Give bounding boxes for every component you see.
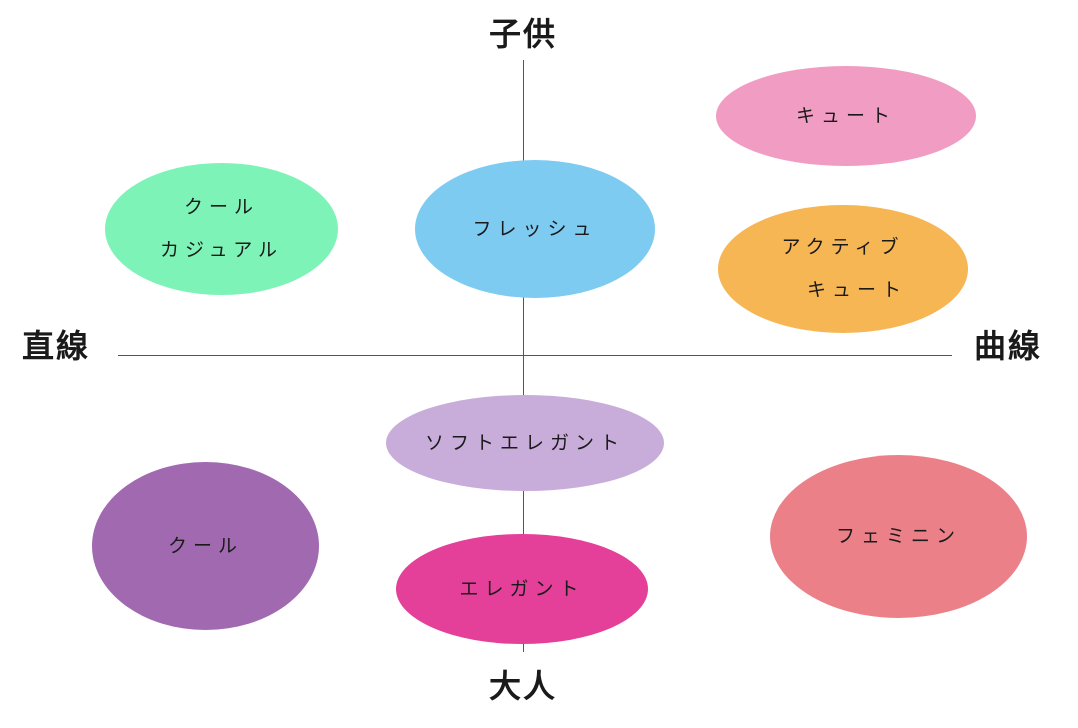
vertical-axis: [523, 60, 524, 652]
bubble-soft-elegant: ソフトエレガント: [386, 395, 664, 491]
horizontal-axis: [118, 355, 952, 356]
bubble-label: エレガント: [459, 577, 585, 600]
bubble-elegant: エレガント: [396, 534, 648, 644]
axis-label-left: 直線: [22, 327, 91, 365]
bubble-label: クール: [167, 534, 243, 557]
bubble-cute: キュート: [716, 66, 976, 166]
bubble-label: アクティブ: [781, 236, 905, 258]
bubble-fresh: フレッシュ: [415, 160, 655, 298]
bubble-label: クール: [183, 196, 259, 218]
bubble-label: フェミニン: [835, 525, 961, 547]
axis-label-bottom: 大人: [488, 667, 558, 705]
bubble-cool-casual: クール カジュアル: [105, 163, 338, 295]
axis-label-top: 子供: [488, 15, 558, 53]
bubble-label: カジュアル: [159, 239, 284, 261]
bubble-active-cute: アクティブ キュート: [718, 205, 968, 333]
bubble-cool: クール: [92, 462, 319, 630]
bubble-label: フレッシュ: [472, 217, 598, 240]
bubble-label: ソフトエレガント: [424, 431, 625, 454]
bubble-label: キュート: [795, 104, 896, 127]
axis-label-right: 曲線: [974, 327, 1043, 365]
bubble-label: キュート: [806, 279, 907, 301]
bubble-feminine: フェミニン: [770, 455, 1027, 618]
